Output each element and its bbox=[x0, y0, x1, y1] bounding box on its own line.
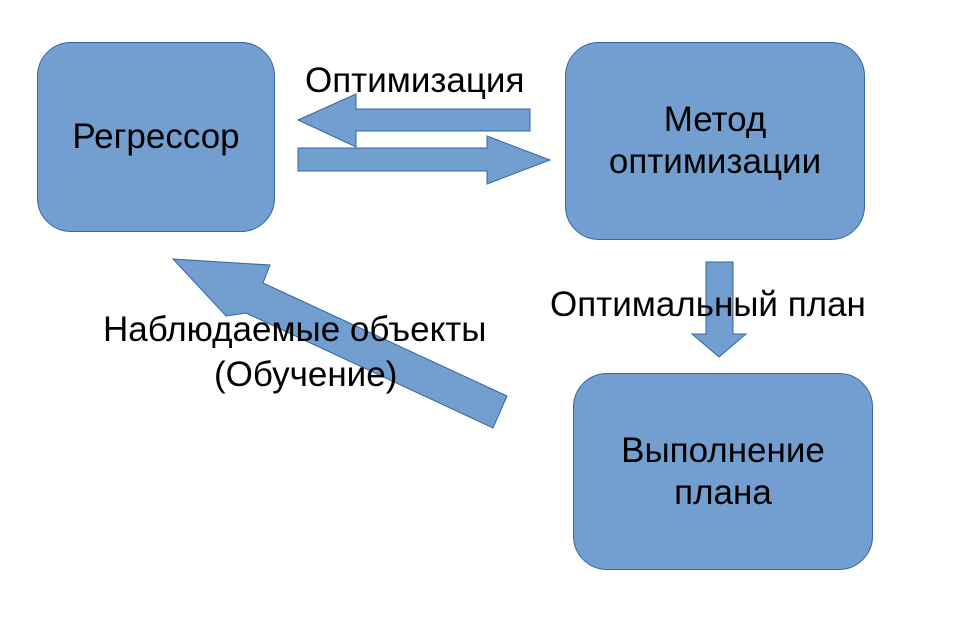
arrow-right bbox=[297, 135, 552, 185]
arrow-down bbox=[690, 261, 748, 358]
arrow-left bbox=[296, 93, 531, 148]
node-method-label: Метод оптимизации bbox=[608, 100, 822, 181]
label-optimal-plan: Оптимальный план bbox=[550, 285, 866, 324]
arrow-diagonal bbox=[171, 258, 508, 429]
node-execution-label: Выполнение плана bbox=[621, 430, 825, 512]
node-optimization-method: Метод оптимизации bbox=[565, 42, 865, 240]
label-training: (Обучение) bbox=[214, 355, 398, 394]
label-optimization: Оптимизация bbox=[305, 61, 525, 100]
label-observed-objects: Наблюдаемые объекты bbox=[103, 310, 487, 349]
node-plan-execution: Выполнение плана bbox=[573, 373, 873, 570]
node-regressor: Регрессор bbox=[37, 42, 275, 232]
node-regressor-label: Регрессор bbox=[72, 117, 240, 156]
